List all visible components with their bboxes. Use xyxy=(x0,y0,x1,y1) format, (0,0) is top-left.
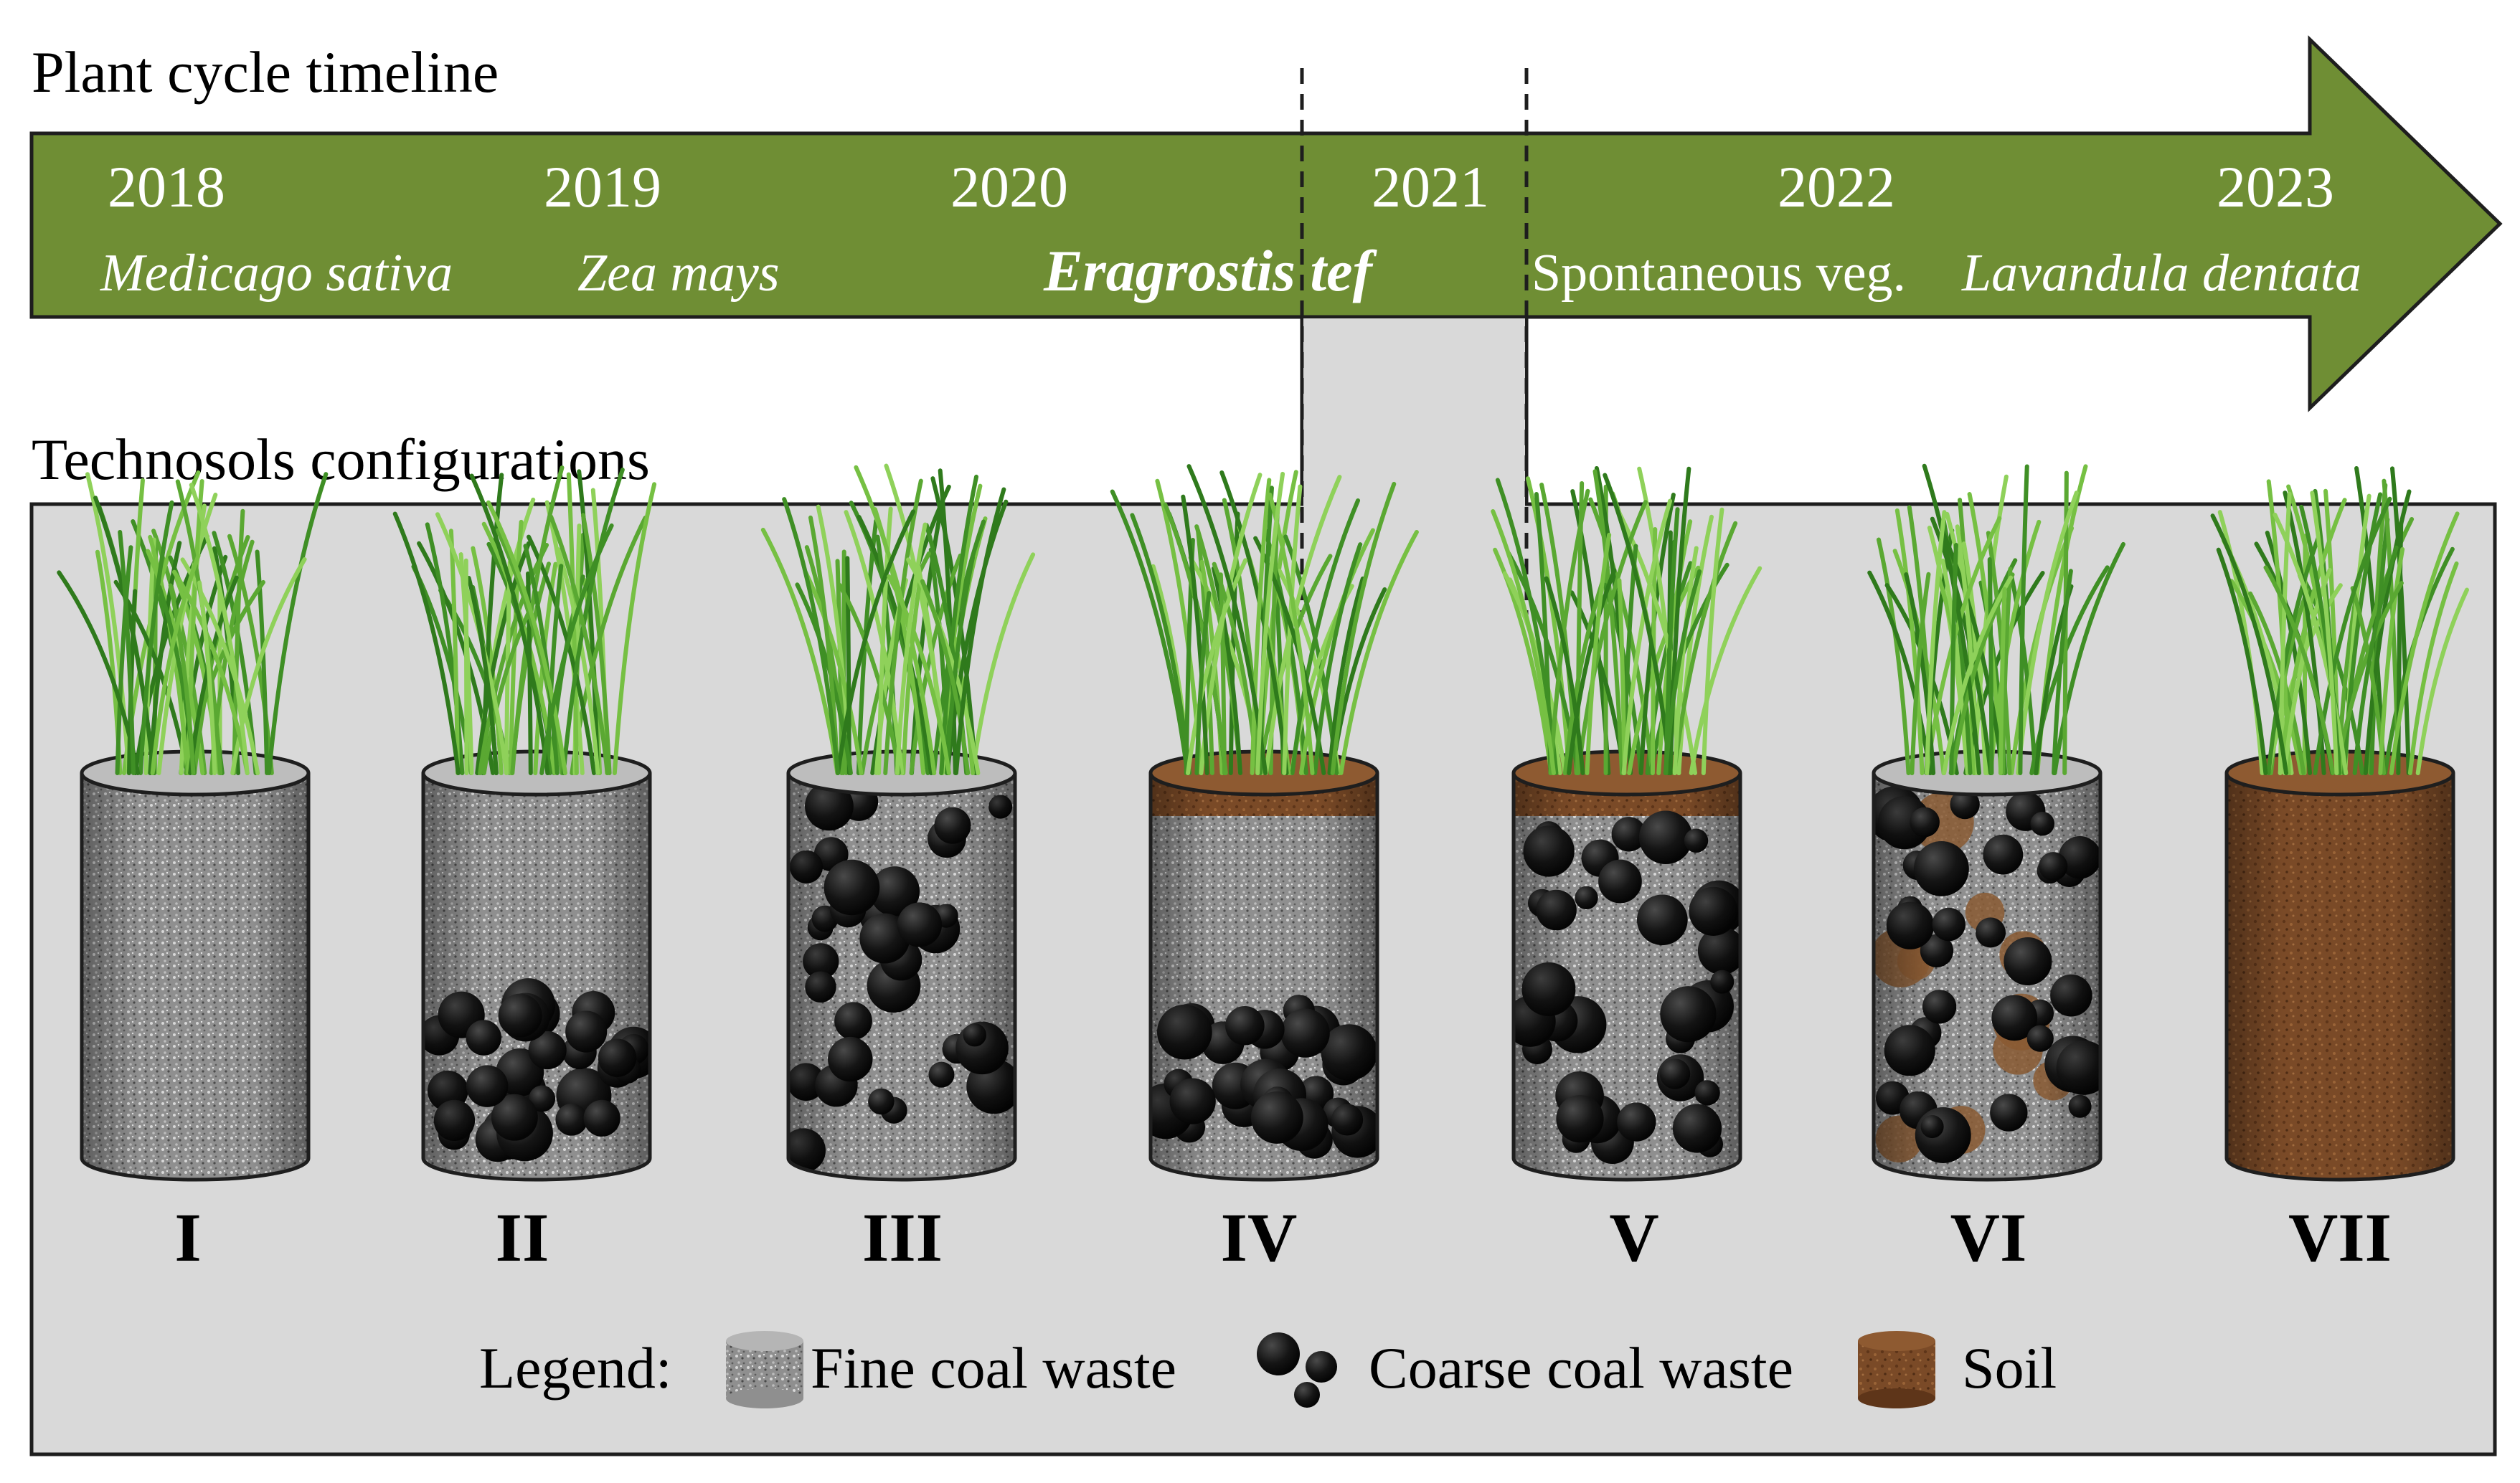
plant-label-4: Spontaneous veg. xyxy=(1532,244,1906,303)
column-label-IV: IV xyxy=(1221,1199,1298,1276)
year-2022: 2022 xyxy=(1778,154,1895,219)
column-label-II: II xyxy=(496,1199,549,1276)
column-label-III: III xyxy=(862,1199,943,1276)
legend-label-fine: Fine coal waste xyxy=(811,1335,1176,1401)
year-2020: 2020 xyxy=(950,154,1068,219)
year-2021: 2021 xyxy=(1372,154,1489,219)
timeline-heading: Plant cycle timeline xyxy=(32,39,499,105)
plant-label-1: Medicago sativa xyxy=(100,244,453,303)
fine-coal-waste-icon xyxy=(726,1331,803,1408)
year-2023: 2023 xyxy=(2217,154,2334,219)
plant-label-5: Lavandula dentata xyxy=(1961,244,2361,303)
legend-label-coarse: Coarse coal waste xyxy=(1369,1335,1793,1401)
column-II xyxy=(395,468,660,1180)
column-label-VII: VII xyxy=(2288,1199,2392,1276)
plant-label-2: Zea mays xyxy=(577,244,780,303)
column-label-I: I xyxy=(174,1199,201,1276)
legend-title: Legend: xyxy=(479,1335,672,1401)
legend-label-soil: Soil xyxy=(1962,1335,2057,1401)
year-2019: 2019 xyxy=(544,154,661,219)
timeline-plants: Medicago sativa Zea mays Eragrostis tef … xyxy=(100,238,2361,303)
soil-icon xyxy=(1858,1331,1935,1408)
column-label-V: V xyxy=(1609,1199,1658,1276)
column-label-VI: VI xyxy=(1950,1199,2027,1276)
year-2018: 2018 xyxy=(108,154,225,219)
plant-label-3: Eragrostis tef xyxy=(1043,238,1378,303)
